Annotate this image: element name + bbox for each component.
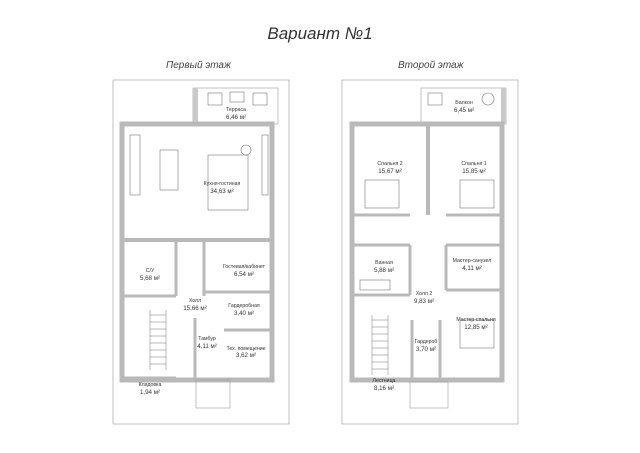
page-title: Вариант №1 [267, 24, 373, 43]
room-name: Кладовка [139, 382, 162, 388]
terrace-table [229, 91, 245, 103]
room-area: 3,40 м² [234, 310, 254, 317]
room-area: 12,85 м² [464, 324, 488, 331]
room-name: Холл 2 [416, 291, 433, 297]
balcony-chair [427, 92, 443, 106]
room-name: С/У [146, 268, 155, 274]
room-name: Спальня 2 [377, 161, 402, 167]
stairs-first [149, 310, 167, 370]
second-floor-outline [341, 79, 519, 425]
room-area: 4,11 м² [197, 343, 217, 350]
room-area: 3,62 м² [236, 352, 256, 359]
bed-bedroom2 [364, 179, 400, 209]
plant [240, 144, 252, 156]
balcony-table [481, 92, 495, 106]
room-name: Гардеробная [228, 303, 260, 309]
room-name: Тех. помещение [226, 346, 265, 352]
room-name: Мастер-спальня [456, 317, 496, 323]
room-area: 15,85 м² [462, 168, 486, 175]
room-name: Тамбур [198, 336, 216, 342]
room-name: Спальня 1 [461, 161, 486, 167]
room-area: 5,88 м² [374, 267, 394, 274]
balcony-railing [501, 88, 506, 124]
floor-label-first: Первый этаж [166, 60, 231, 71]
dining-table [159, 149, 179, 191]
room-area: 5,68 м² [140, 275, 160, 282]
kitchen-counter [129, 134, 141, 196]
room-name: Гостевая/кабинет [223, 264, 266, 270]
room-area: 15,66 м² [183, 305, 207, 312]
room-area: 3,70 м² [416, 346, 436, 353]
room-area: 6,54 м² [234, 271, 254, 278]
bathtub [359, 279, 391, 291]
room-name: Терраса [226, 107, 246, 113]
first-floor-outline [112, 79, 290, 425]
sofa [207, 154, 249, 211]
terrace-chair [252, 92, 268, 106]
roof-below [409, 381, 449, 409]
room-area: 4,11 м² [462, 265, 482, 272]
balcony-area [420, 87, 507, 125]
bed-master [459, 319, 495, 349]
terrace-area [192, 87, 279, 125]
room-name: Ванная [375, 260, 393, 266]
room-area: 8,16 м² [374, 385, 394, 392]
second-floor-plan: Балкон 6,45 м² Спальня 2 15,67 м² Спальн… [341, 79, 519, 425]
room-area: 15,67 м² [378, 168, 402, 175]
room-area: 1,94 м² [140, 389, 160, 396]
bed-bedroom1 [459, 179, 495, 209]
terrace-chair [207, 92, 223, 106]
room-name: Лестница [373, 378, 396, 384]
room-name: Холл [189, 298, 201, 304]
room-name: Балкон [455, 100, 473, 106]
first-floor-walls [119, 121, 275, 383]
room-area: 6,46 м² [226, 114, 246, 121]
room-name: Кухня-гостиная [204, 181, 241, 187]
floor-label-second: Второй этаж [398, 60, 464, 71]
entrance-porch [195, 379, 231, 409]
room-name: Гардероб [415, 339, 438, 345]
room-area: 6,45 м² [454, 107, 474, 114]
first-floor-plan: Терраса 6,46 м² Кухня-гостиная 34,63 м² … [112, 79, 290, 425]
tv-unit [261, 134, 269, 196]
room-area: 9,83 м² [414, 298, 434, 305]
stairs-second [371, 315, 389, 375]
terrace-railing [193, 88, 198, 124]
room-name: Мастер-санузел [453, 258, 492, 264]
room-area: 34,63 м² [210, 188, 234, 195]
